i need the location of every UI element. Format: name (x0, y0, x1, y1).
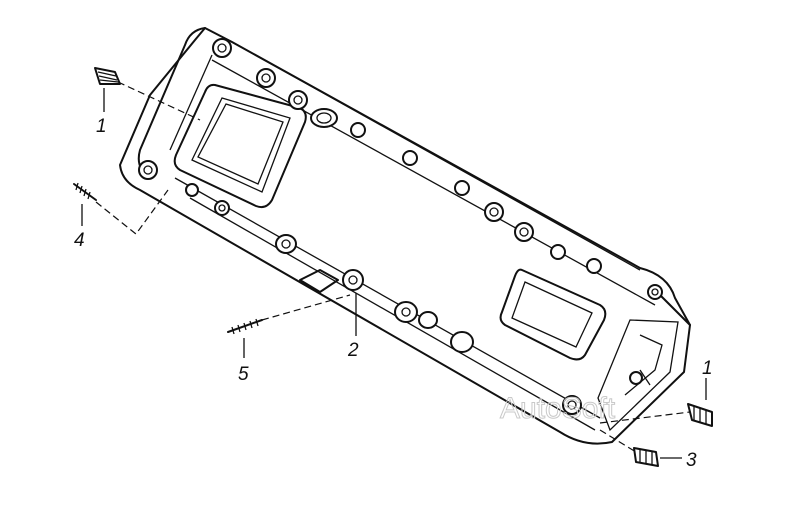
callout-2: 2 (347, 340, 359, 361)
callout-1-right: 1 (702, 358, 713, 379)
manifold-body (119, 27, 691, 445)
stud-5 (227, 318, 263, 335)
plug-3 (633, 447, 659, 467)
upper-port (173, 83, 307, 209)
callout-5: 5 (238, 364, 249, 385)
bracket-tab (299, 269, 339, 293)
lower-port (499, 268, 607, 361)
plug-1-right (687, 403, 713, 427)
top-bosses (212, 38, 663, 300)
callout-3: 3 (686, 450, 697, 471)
leader-lines (81, 81, 707, 459)
watermark: AutoSoft (500, 392, 616, 425)
stud-4 (73, 182, 97, 201)
callout-1-upper: 1 (96, 116, 107, 137)
lower-bosses (138, 160, 643, 415)
plug-1-upper (94, 67, 121, 85)
callout-4: 4 (74, 230, 85, 251)
